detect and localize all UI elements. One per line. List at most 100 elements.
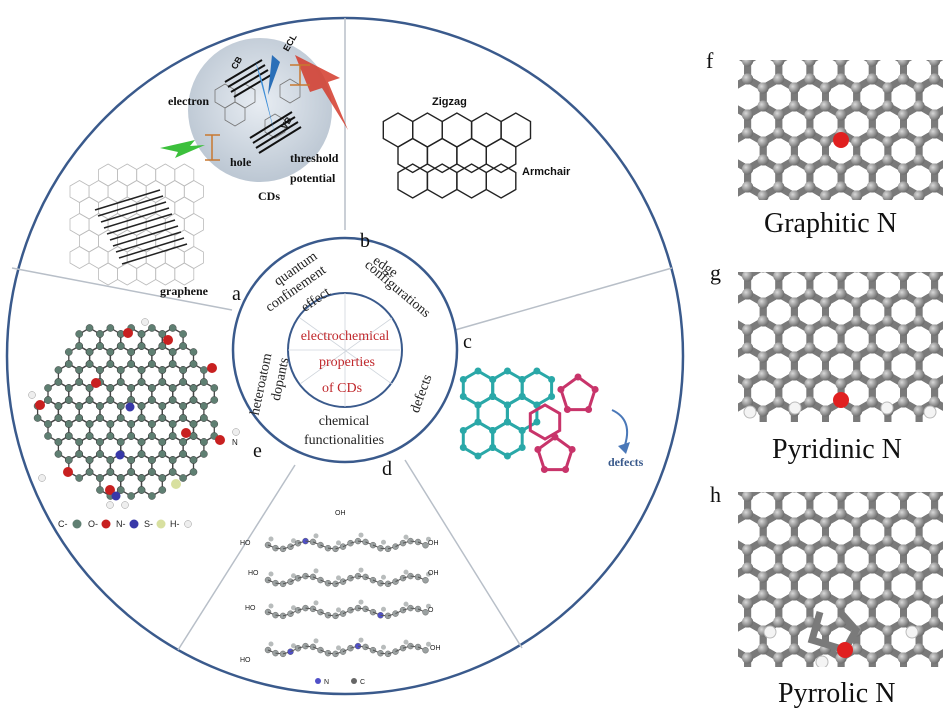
lattice-atom [711,110,722,121]
lattice-atom [742,616,754,628]
lattice-atom [773,396,785,408]
lattice-atom [773,181,785,193]
e-carbon [33,414,42,422]
lattice-atom [914,424,925,435]
lattice-atom [820,571,832,583]
sheet-atom-top [358,637,364,643]
lattice-atom [727,626,738,637]
lattice-atom [882,100,894,112]
e-carbon [179,366,187,374]
lattice-atom [757,297,769,309]
e-carbon [127,420,135,428]
electron-arrow-2 [268,55,280,95]
teal-atom [518,427,526,434]
lattice-atom [913,517,925,529]
label-defects: defects [608,455,644,469]
d-o-1: O [428,607,434,614]
e-carbon [179,474,187,482]
lattice-atom [804,616,816,628]
e-carbon [168,324,177,332]
pyrrolic-n-atom [837,642,853,658]
label-graphitic-n: Graphitic N [764,208,897,239]
lattice-atom [882,625,894,637]
defect-atom [585,406,593,414]
ring-hex [426,137,458,174]
lattice-atom [804,272,816,282]
lattice-atom [929,671,940,682]
graphene-hex [183,246,204,269]
lattice-atom [757,571,769,583]
lattice-atom [929,127,941,139]
lattice-atom [914,47,925,58]
label-graphene: graphene [160,284,209,298]
e-carbon [127,456,135,464]
teal-atom [474,418,482,426]
letter-c: c [463,331,472,353]
lattice-bond [738,648,752,667]
lattice-atom [742,508,754,520]
legend-c-dot [351,678,357,684]
teal-atom [474,452,482,460]
e-carbon [96,342,104,350]
lattice-atom [820,297,832,309]
lattice-atom [804,109,816,121]
e-carbon [116,414,125,422]
lattice-atom [835,342,847,354]
e-carbon [158,342,167,350]
lattice-atom [913,369,925,381]
lattice-atom [727,83,738,94]
teal-atom [503,452,511,460]
e-hydrogen [38,474,46,482]
lattice-atom [882,190,894,200]
lattice-atom [882,517,894,529]
lattice-atom [823,272,828,273]
lattice-atom [711,164,722,175]
e-carbon [127,492,135,500]
e-carbon [148,360,156,368]
lattice-atom [820,82,832,94]
e-carbon [200,366,208,374]
e-carbon [210,420,219,428]
lattice-atom [788,315,800,327]
lattice-atom [727,101,738,112]
e-carbon [106,396,115,404]
ring-hex [397,163,429,199]
lattice-atom [929,109,941,121]
lattice-atom [758,424,769,435]
d-ho-4: HO [240,657,251,664]
lattice-atom [788,625,800,637]
e-carbon [210,396,219,404]
e-oxygen [35,400,45,410]
teal-atom [459,444,467,451]
e-carbon [44,384,52,392]
h-atom [743,405,757,419]
lattice-atom [711,128,722,139]
lattice-atom [804,652,816,664]
lattice-atom [757,82,769,94]
lattice-atom [804,324,816,336]
e-carbon [137,438,146,446]
lattice-atom [757,315,769,327]
e-carbon [96,330,104,338]
ring-hex [426,163,458,199]
sheet-atom-top [291,538,296,544]
lattice-atom [789,47,800,58]
lattice-atom [757,154,769,166]
lattice-atom [820,369,832,381]
h-atom [923,405,937,419]
lattice-atom [788,154,800,166]
e-carbon [189,348,198,356]
lattice-atom [804,163,816,175]
lattice-atom [788,535,800,547]
e-nitrogen [125,402,135,412]
e-carbon [189,360,198,368]
lattice-atom [851,154,863,166]
e-legend-o: O- [88,519,98,529]
lattice-atom [727,316,738,327]
lattice-atom [851,47,862,58]
lattice-atom [898,671,909,682]
lattice-atom [788,589,800,601]
lattice-atom [727,370,738,381]
e-carbon [200,402,208,410]
sheet-atom-top [291,605,296,611]
